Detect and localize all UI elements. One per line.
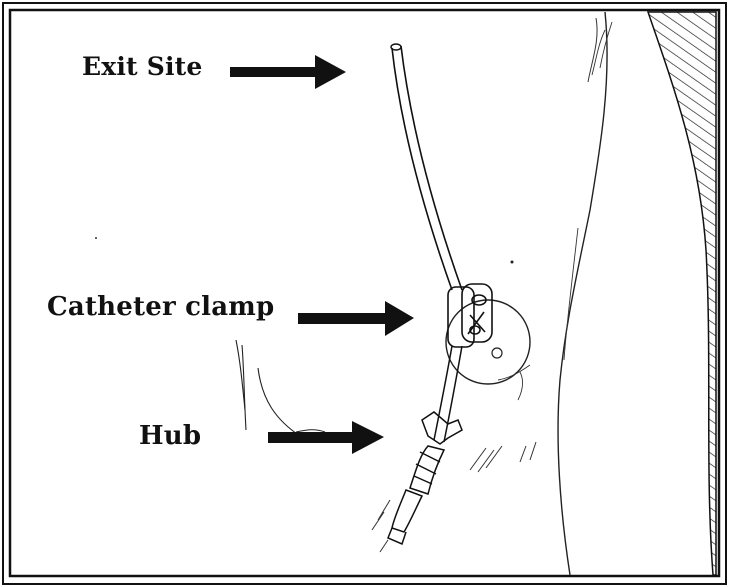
arrow-exit-site xyxy=(230,55,346,89)
body-curve-side xyxy=(564,228,578,360)
dressing-circle xyxy=(446,300,530,384)
body-contour xyxy=(558,12,607,575)
sketch-curve-body xyxy=(498,365,530,400)
lower-tube-right xyxy=(444,346,462,442)
speck xyxy=(95,237,97,239)
catheter-tip xyxy=(391,44,401,50)
leader-line-4 xyxy=(296,430,325,432)
arrow-catheter-clamp xyxy=(298,301,414,336)
hub-label: Hub xyxy=(139,421,201,451)
small-dot xyxy=(492,348,502,358)
lower-tube-left xyxy=(434,346,452,440)
leader-line-3 xyxy=(258,368,300,436)
hub-connector xyxy=(388,412,462,544)
sketch-marks xyxy=(372,442,536,552)
catheter-clamp-label: Catheter clamp xyxy=(47,292,274,322)
small-dot-2 xyxy=(511,261,514,264)
exit-site-label: Exit Site xyxy=(82,52,203,81)
hatched-region xyxy=(648,12,716,575)
catheter-tube-right xyxy=(401,46,462,290)
arrow-hub xyxy=(268,421,384,454)
catheter-tube-left xyxy=(392,48,452,290)
